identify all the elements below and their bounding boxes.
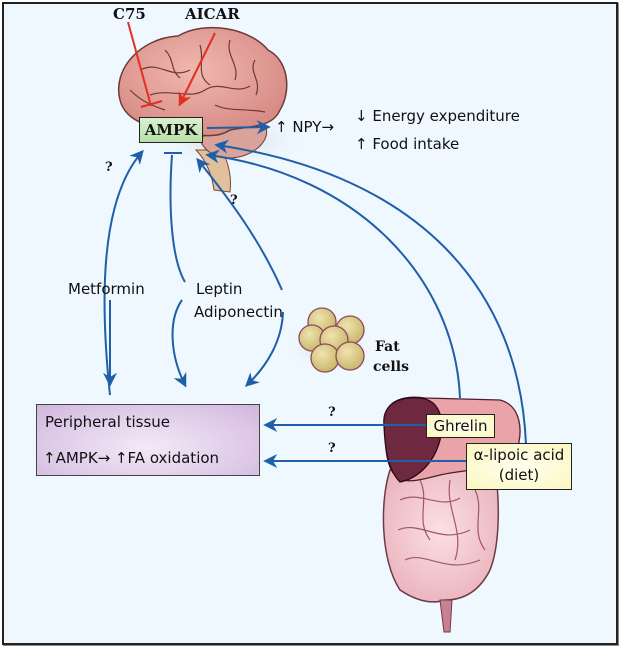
peripheral-tissue-title: Peripheral tissue <box>45 413 171 431</box>
unknown-marker: ? <box>328 405 336 420</box>
cells-label: cells <box>373 359 409 375</box>
leptin-label: Leptin <box>196 280 243 298</box>
aicar-label: AICAR <box>185 5 240 23</box>
unknown-marker: ? <box>105 160 113 175</box>
peripheral-tissue-effect: ↑AMPK→ ↑FA oxidation <box>43 449 220 467</box>
lipoic-acid-source: (diet) <box>498 466 540 484</box>
aicar-activation-arrow <box>178 32 216 107</box>
energy-expenditure-label: ↓ Energy expenditure <box>355 107 520 125</box>
peripheral-tissue-box: Peripheral tissue ↑AMPK→ ↑FA oxidation <box>36 404 260 476</box>
c75-inhibition-bar <box>140 100 163 108</box>
metformin-to-ampk-arrow <box>103 149 144 396</box>
ampk-to-npy-arrow <box>206 120 271 135</box>
c75-label: C75 <box>113 5 146 23</box>
unknown-marker: ? <box>230 193 238 208</box>
c75-inhibition-line <box>127 21 152 107</box>
ghrelin-to-brain-arrow <box>205 149 461 399</box>
unknown-marker: ? <box>328 441 336 456</box>
ampk-node: AMPK <box>139 117 203 143</box>
leptin-inhibition-line <box>169 154 186 283</box>
fat-label: Fat <box>375 339 400 355</box>
leptin-to-peripheral-arrow <box>171 299 187 388</box>
metformin-label: Metformin <box>68 280 145 298</box>
fat-cells-illustration <box>285 307 375 375</box>
ghrelin-box: Ghrelin <box>426 414 495 438</box>
lipoic-acid-to-brain-arrow <box>214 139 527 446</box>
adiponectin-label: Adiponectin <box>194 303 283 321</box>
lipoic-acid-box: α-lipoic acid (diet) <box>466 443 572 490</box>
food-intake-label: ↑ Food intake <box>355 135 460 153</box>
adiponectin-to-peripheral-arrow <box>244 311 284 387</box>
adiponectin-to-brain-arrow <box>196 157 283 291</box>
lipoic-acid-label: α-lipoic acid <box>473 446 565 464</box>
npy-label: ↑ NPY→ <box>275 118 335 136</box>
brain-illustration <box>117 26 310 193</box>
